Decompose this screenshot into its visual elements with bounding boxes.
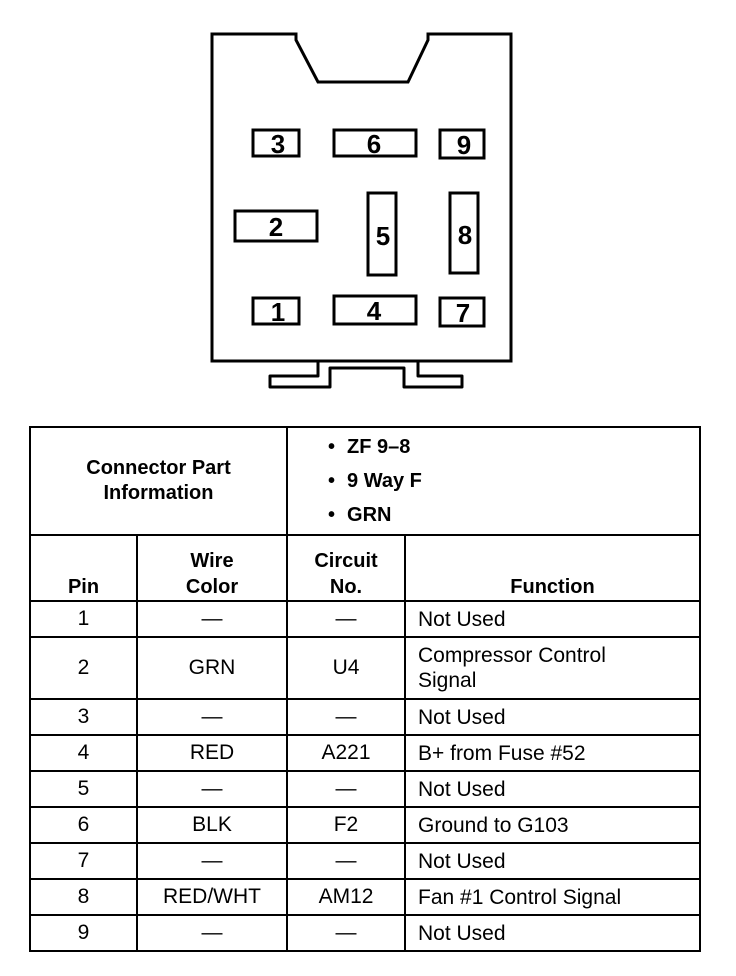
table-row: 7 — — Not Used [29, 842, 702, 880]
cell-function: Not Used [403, 770, 702, 808]
col-header-wire-color: Wire Color [136, 534, 288, 602]
cell-wire: — [136, 698, 288, 736]
part-info-item: ZF 9–8 [328, 430, 699, 464]
table-row: 8 RED/WHT AM12 Fan #1 Control Signal [29, 878, 702, 916]
col-header-pin: Pin [29, 534, 138, 602]
svg-text:2: 2 [269, 212, 283, 242]
cell-wire: RED/WHT [136, 878, 288, 916]
connector-latch [268, 361, 464, 389]
table-row: 4 RED A221 B+ from Fuse #52 [29, 734, 702, 772]
pin-cavity-1: 1 [251, 296, 301, 327]
part-info-label: Connector Part Information [29, 426, 288, 536]
part-info-item: GRN [328, 498, 699, 532]
table-row: 9 — — Not Used [29, 914, 702, 952]
svg-text:3: 3 [271, 129, 285, 159]
col-header-function: Function [403, 534, 702, 602]
part-info-row: Connector Part Information ZF 9–8 9 Way … [29, 426, 702, 536]
table-row: 2 GRN U4 Compressor Control Signal [29, 636, 702, 700]
cell-pin: 3 [29, 698, 138, 736]
cell-function: Ground to G103 [403, 806, 702, 844]
svg-text:7: 7 [456, 298, 470, 328]
cell-function: Not Used [403, 698, 702, 736]
svg-text:8: 8 [458, 220, 472, 250]
part-info-list: ZF 9–8 9 Way F GRN [285, 426, 702, 536]
svg-text:4: 4 [367, 296, 382, 326]
cell-pin: 2 [29, 636, 138, 700]
cell-pin: 6 [29, 806, 138, 844]
cell-function: Not Used [403, 914, 702, 952]
pin-cavity-2: 2 [233, 209, 319, 243]
cell-circuit: F2 [286, 806, 406, 844]
pinout-table: Connector Part Information ZF 9–8 9 Way … [29, 426, 702, 952]
cell-circuit: — [286, 842, 406, 880]
part-info-item: 9 Way F [328, 464, 699, 498]
svg-text:5: 5 [376, 221, 390, 251]
connector-housing [210, 32, 513, 363]
cell-function: Compressor Control Signal [403, 636, 702, 700]
cell-function: B+ from Fuse #52 [403, 734, 702, 772]
cell-pin: 8 [29, 878, 138, 916]
cell-circuit: AM12 [286, 878, 406, 916]
pin-cavity-6: 6 [332, 128, 418, 159]
cell-wire: — [136, 600, 288, 638]
cell-circuit: A221 [286, 734, 406, 772]
svg-text:1: 1 [271, 297, 285, 327]
svg-text:6: 6 [367, 129, 381, 159]
cell-function: Fan #1 Control Signal [403, 878, 702, 916]
pin-cavity-8: 8 [448, 191, 480, 275]
cell-wire: — [136, 770, 288, 808]
cell-pin: 4 [29, 734, 138, 772]
cell-pin: 1 [29, 600, 138, 638]
cell-pin: 9 [29, 914, 138, 952]
cell-circuit: U4 [286, 636, 406, 700]
cell-pin: 5 [29, 770, 138, 808]
cell-wire: BLK [136, 806, 288, 844]
cell-circuit: — [286, 770, 406, 808]
svg-text:9: 9 [457, 130, 471, 160]
col-header-circuit: Circuit No. [286, 534, 406, 602]
cell-function: Not Used [403, 842, 702, 880]
cell-wire: — [136, 914, 288, 952]
table-row: 5 — — Not Used [29, 770, 702, 808]
column-header-row: Pin Wire Color Circuit No. Function [29, 534, 702, 602]
cell-wire: GRN [136, 636, 288, 700]
pin-cavity-5: 5 [366, 191, 398, 277]
cell-circuit: — [286, 600, 406, 638]
pin-cavity-3: 3 [251, 128, 301, 159]
pin-cavity-7: 7 [438, 296, 486, 328]
cell-circuit: — [286, 914, 406, 952]
cell-wire: — [136, 842, 288, 880]
cell-function: Not Used [403, 600, 702, 638]
table-row: 6 BLK F2 Ground to G103 [29, 806, 702, 844]
pin-cavity-9: 9 [438, 128, 486, 160]
cell-wire: RED [136, 734, 288, 772]
cell-circuit: — [286, 698, 406, 736]
table-row: 3 — — Not Used [29, 698, 702, 736]
cell-pin: 7 [29, 842, 138, 880]
connector-diagram: 3 6 9 2 5 8 1 4 7 [210, 32, 513, 389]
pin-cavity-4: 4 [332, 294, 418, 326]
table-row: 1 — — Not Used [29, 600, 702, 638]
